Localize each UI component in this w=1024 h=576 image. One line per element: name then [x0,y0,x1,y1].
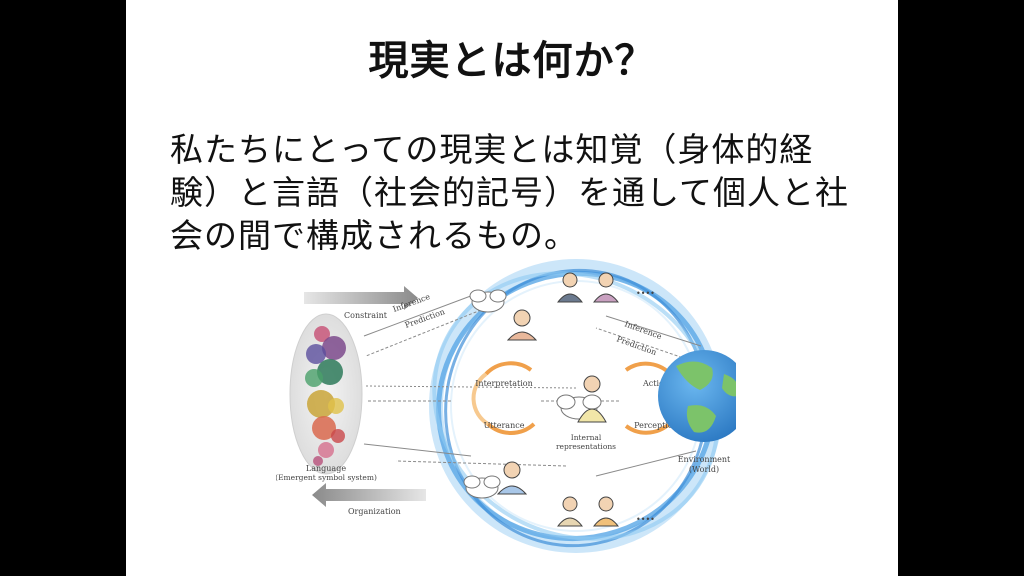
ellipsis-bottom: •••• [636,515,655,524]
internal-label: Internal [571,433,602,442]
diagonal-arrows-right [595,315,702,477]
organization-label: Organization [348,507,401,516]
person-icon [496,461,528,495]
person-icon [556,272,584,303]
action-label: Action [642,379,669,388]
interpretation-utterance-cycle [471,361,536,435]
organization-arrow: Organization [312,483,426,516]
language-label: Language [306,464,346,473]
earth-globe: Environment (World) [658,350,736,474]
person-icon [592,496,620,527]
utterance-label: Utterance [484,421,525,430]
thought-cloud-top [469,289,507,313]
person-icon [506,309,538,341]
perception-label: Perception [634,421,678,430]
constraint-arrow: Constraint [304,286,418,320]
interpretation-label: Interpretation [475,379,533,388]
diagonal-arrows-left [363,293,577,467]
environment-sublabel: (World) [689,465,719,474]
language-sublabel: (Emergent symbol system) [276,473,377,482]
prediction-label-left: Prediction [404,307,446,330]
constraint-label: Constraint [344,311,388,320]
environment-label: Environment [678,455,731,464]
person-icon [592,272,620,303]
slide-title: 現実とは何か？ [368,38,656,84]
person-icon [577,375,607,423]
person-icon [556,496,584,527]
slide-body-text: 私たちにとっての現実とは知覚（身体的経験）と言語（社会的記号）を通して個人と社会… [170,130,850,255]
language-oval: Language (Emergent symbol system) [276,313,377,482]
reality-diagram: Constraint Organization Language (Emerge… [276,259,736,553]
internal-sublabel: representations [556,442,616,451]
thought-cloud-bottom [463,475,501,499]
slide: 現実とは何か？ 私たちにとっての現実とは知覚（身体的経験）と言語（社会的記号）を… [126,0,898,576]
ellipsis-top: •••• [636,289,655,298]
